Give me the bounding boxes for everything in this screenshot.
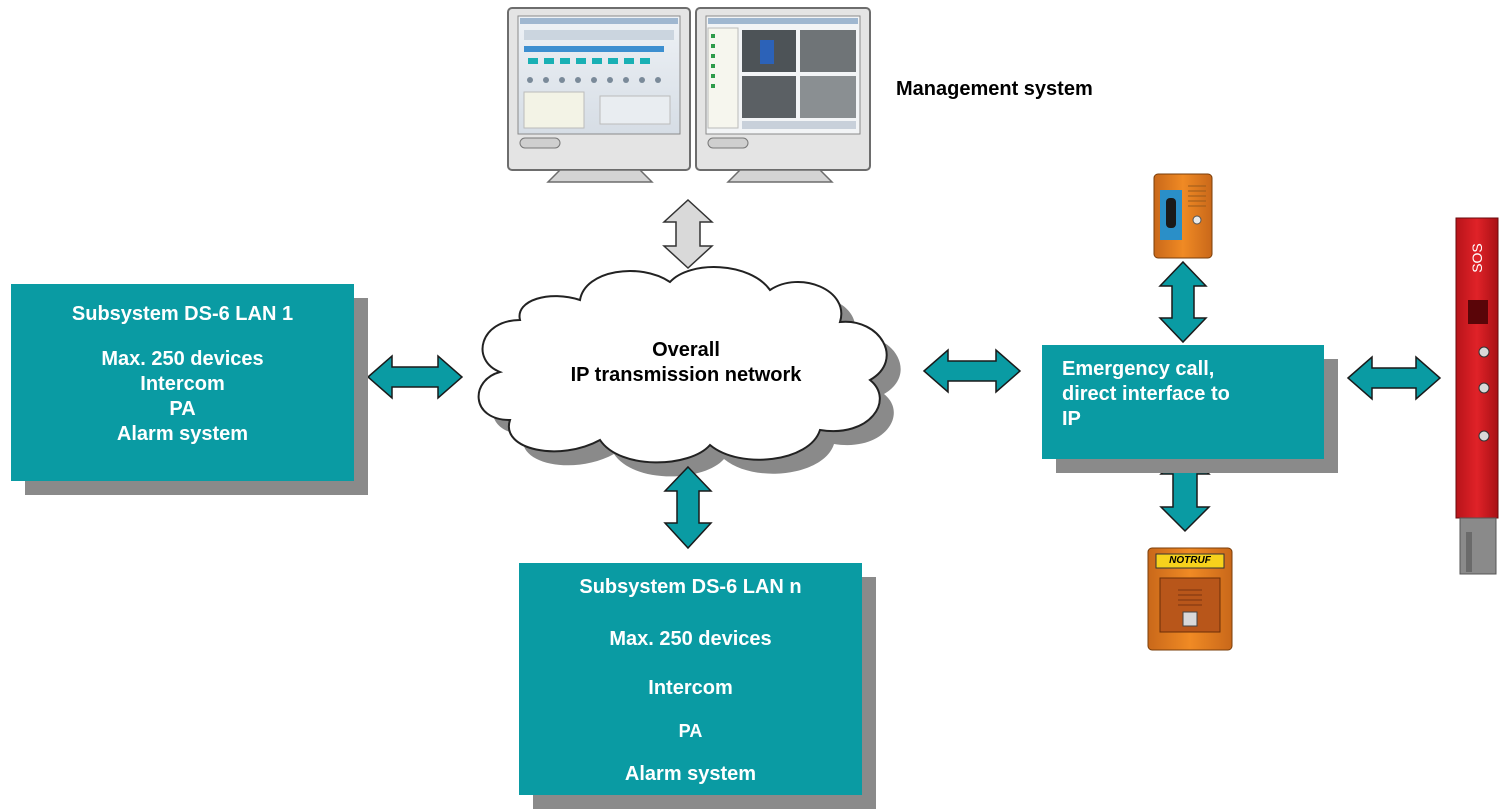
subsystem-lan1-line: Max. 250 devices bbox=[101, 348, 264, 370]
arrow-network-emergency bbox=[922, 348, 1022, 394]
network-label: Overall IP transmission network bbox=[556, 338, 816, 388]
network-label-line1: Overall bbox=[652, 339, 720, 361]
arrow-emergency-callbox bbox=[1159, 448, 1211, 533]
management-system-label: Management system bbox=[896, 78, 1093, 100]
arrow-network-subsystemn bbox=[663, 465, 713, 550]
monitor-right bbox=[695, 7, 871, 183]
network-label-line2: IP transmission network bbox=[570, 364, 802, 386]
subsystem-lann-title: Subsystem DS-6 LAN n bbox=[579, 576, 802, 598]
sos-label: SOS bbox=[1469, 243, 1485, 273]
emergency-line: direct interface to bbox=[1062, 383, 1230, 405]
arrow-subsystem1-network bbox=[366, 354, 464, 400]
subsystem-lann-box: Subsystem DS-6 LAN n Max. 250 devices In… bbox=[519, 563, 862, 795]
emergency-line: Emergency call, bbox=[1062, 358, 1215, 380]
subsystem-lan1-box: Subsystem DS-6 LAN 1 Max. 250 devices In… bbox=[11, 284, 354, 481]
monitor-left bbox=[507, 7, 691, 183]
subsystem-lan1-line: Alarm system bbox=[116, 423, 249, 445]
emergency-line: IP bbox=[1062, 408, 1081, 430]
subsystem-lan1-line: Intercom bbox=[140, 373, 225, 395]
emergency-call-box: Emergency call, direct interface to IP bbox=[1042, 345, 1324, 459]
arrow-emergency-phone bbox=[1158, 260, 1208, 344]
emergency-callbox-device bbox=[1147, 547, 1233, 651]
subsystem-lann-line: PA bbox=[678, 721, 703, 741]
arrow-emergency-sos-column bbox=[1346, 355, 1442, 401]
subsystem-lann-line: Alarm system bbox=[624, 763, 757, 785]
emergency-phone-device bbox=[1153, 173, 1213, 259]
callbox-label: NOTRUF bbox=[1169, 555, 1211, 566]
sos-column-device bbox=[1455, 217, 1499, 575]
subsystem-lann-line: Intercom bbox=[648, 677, 733, 699]
subsystem-lann-line: Max. 250 devices bbox=[609, 628, 772, 650]
arrow-management-network bbox=[662, 198, 714, 270]
subsystem-lan1-title: Subsystem DS-6 LAN 1 bbox=[71, 303, 294, 325]
ip-network-cloud bbox=[477, 266, 901, 477]
subsystem-lan1-line: PA bbox=[169, 398, 196, 420]
